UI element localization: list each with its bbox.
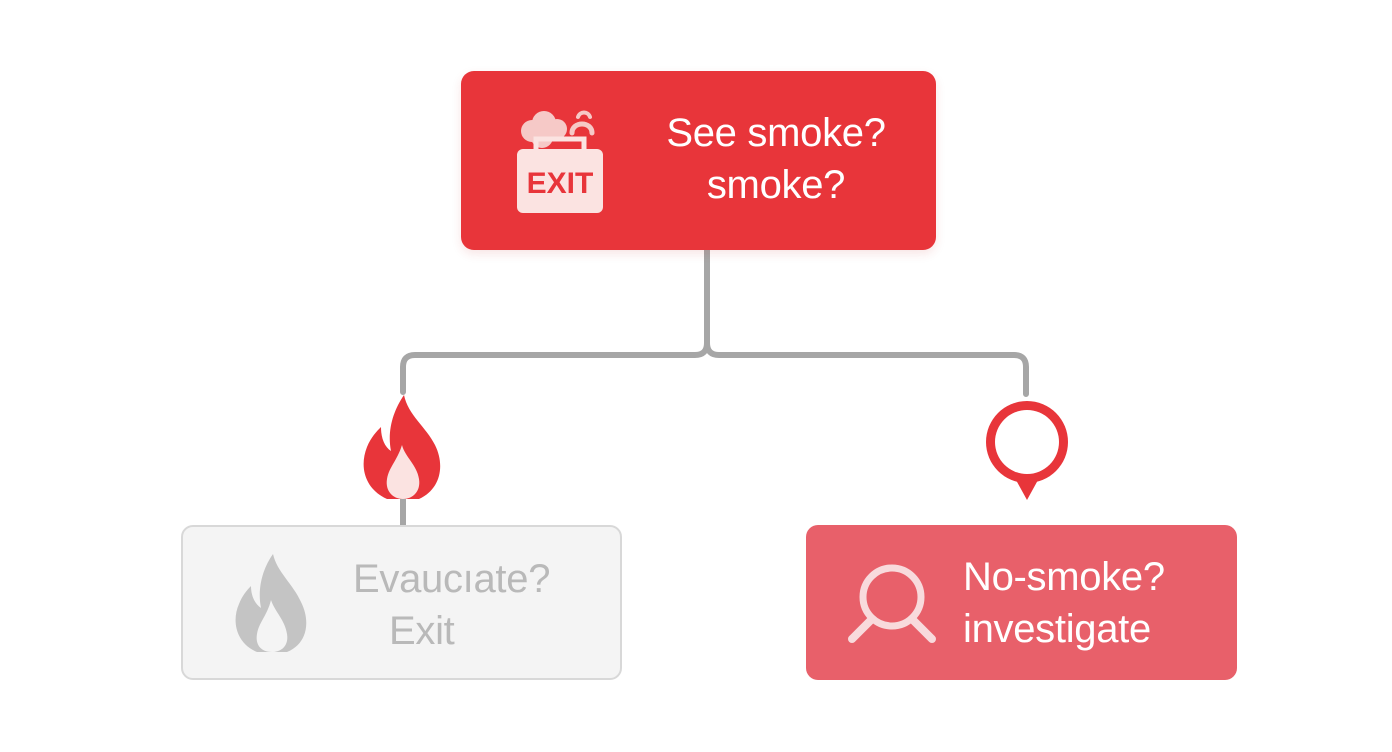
location-pin-icon (986, 401, 1068, 500)
node-label-line2: smoke? (706, 163, 846, 207)
connector-trunk (400, 247, 710, 395)
node-label-line1: No-smoke? (963, 555, 1165, 599)
node-label-line1: See smoke? (666, 111, 886, 155)
fire-icon (235, 554, 307, 652)
outcome-node-evacuate[interactable]: Evaucıate? Exit (181, 525, 622, 680)
fire-icon (363, 395, 441, 499)
connector-right-branch (704, 340, 1029, 397)
node-label-line2: Exit (389, 609, 455, 653)
node-label-line2: investigate (963, 607, 1151, 651)
node-label-line1: Evaucıate? (353, 557, 551, 601)
exit-sign-text: EXIT (527, 167, 594, 200)
magnifier-icon (848, 564, 936, 643)
node-label: Evaucıate? Exit (353, 553, 550, 657)
outcome-node-investigate[interactable]: No-smoke? investigate (806, 525, 1237, 680)
decision-node-see-smoke[interactable]: EXIT See smoke? smoke? (461, 71, 936, 250)
exit-sign-with-smoke-icon: EXIT (517, 110, 603, 213)
node-label: See smoke? smoke? (651, 107, 901, 211)
node-label: No-smoke? investigate (963, 551, 1165, 655)
